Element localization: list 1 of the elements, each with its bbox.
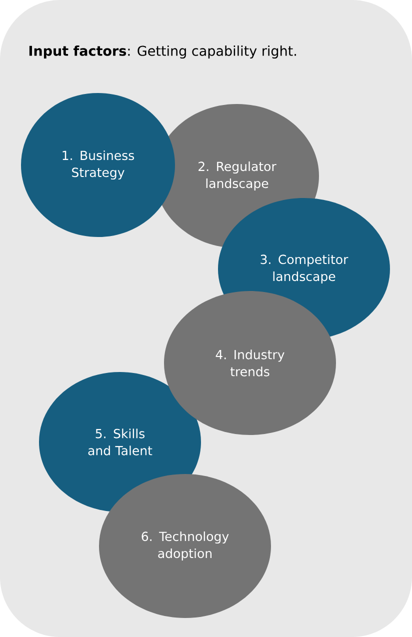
title: Input factors: Getting capability right.: [29, 45, 296, 59]
